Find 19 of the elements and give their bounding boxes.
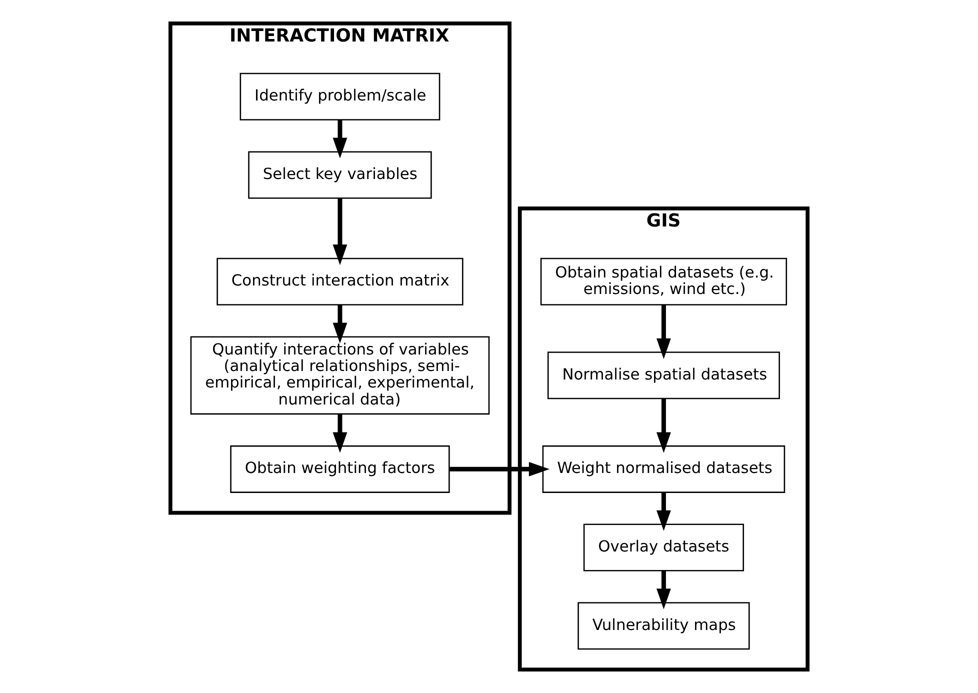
arrow bbox=[332, 305, 348, 344]
arrow bbox=[656, 305, 671, 360]
arrow bbox=[332, 120, 348, 158]
arrow bbox=[656, 570, 671, 610]
node-box: Weight normalised datasets bbox=[542, 445, 786, 493]
node-box: Obtain weighting factors bbox=[230, 445, 450, 493]
arrow bbox=[656, 398, 671, 453]
node-box: Obtain spatial datasets (e.g. emissions, wind etc.) bbox=[540, 258, 788, 306]
arrow bbox=[332, 414, 348, 453]
arrow bbox=[332, 198, 348, 266]
arrow bbox=[449, 462, 550, 476]
node-box: Overlay datasets bbox=[583, 524, 744, 572]
node-box: Normalise spatial datasets bbox=[547, 352, 780, 400]
node-box: Identify problem/scale bbox=[240, 72, 440, 120]
node-box: Quantify interactions of variables (analytical relationships, semi-empirical, empirical, experimental, numerical data) bbox=[190, 336, 490, 415]
node-box: Select key variables bbox=[248, 151, 432, 199]
node-box: Construct interaction matrix bbox=[216, 258, 464, 306]
node-box: Vulnerability maps bbox=[578, 602, 750, 650]
arrow bbox=[656, 492, 671, 531]
